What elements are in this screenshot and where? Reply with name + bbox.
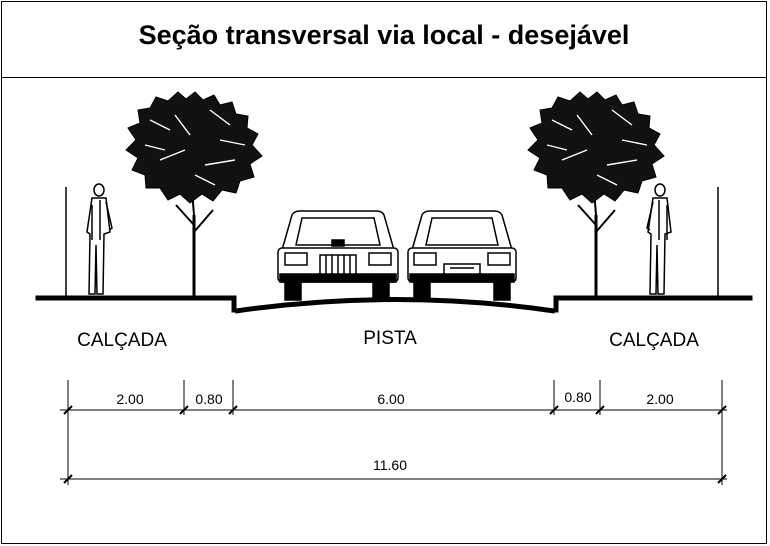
pedestrian-icon	[646, 183, 672, 295]
dimension-label: 2.00	[646, 391, 673, 407]
total-dimension-label: 11.60	[373, 457, 407, 473]
road-surface	[235, 297, 555, 314]
left-sidewalk-label: CALÇADA	[77, 330, 167, 351]
roadway-label: PISTA	[363, 328, 417, 349]
right-curb	[553, 295, 559, 313]
right-sidewalk-label: CALÇADA	[609, 330, 699, 351]
car-icon	[277, 210, 399, 301]
right-sidewalk-slab	[553, 295, 753, 301]
pedestrian-icon	[86, 183, 113, 295]
dimension-label: 0.80	[195, 391, 222, 407]
page-title: Seção transversal via local - desejável	[138, 20, 630, 50]
dimension-label: 6.00	[377, 391, 404, 407]
dimension-label: 2.00	[116, 391, 143, 407]
dimension-label: 0.80	[564, 389, 591, 405]
title-bar: Seção transversal via local - desejável	[2, 2, 766, 78]
tree-icon	[125, 91, 263, 296]
dimension-lines	[60, 380, 727, 485]
car-icon	[407, 210, 517, 301]
left-curb	[231, 295, 237, 313]
ground-profile	[35, 295, 753, 314]
dimension-ticks	[63, 405, 727, 484]
tree-icon	[527, 91, 665, 296]
